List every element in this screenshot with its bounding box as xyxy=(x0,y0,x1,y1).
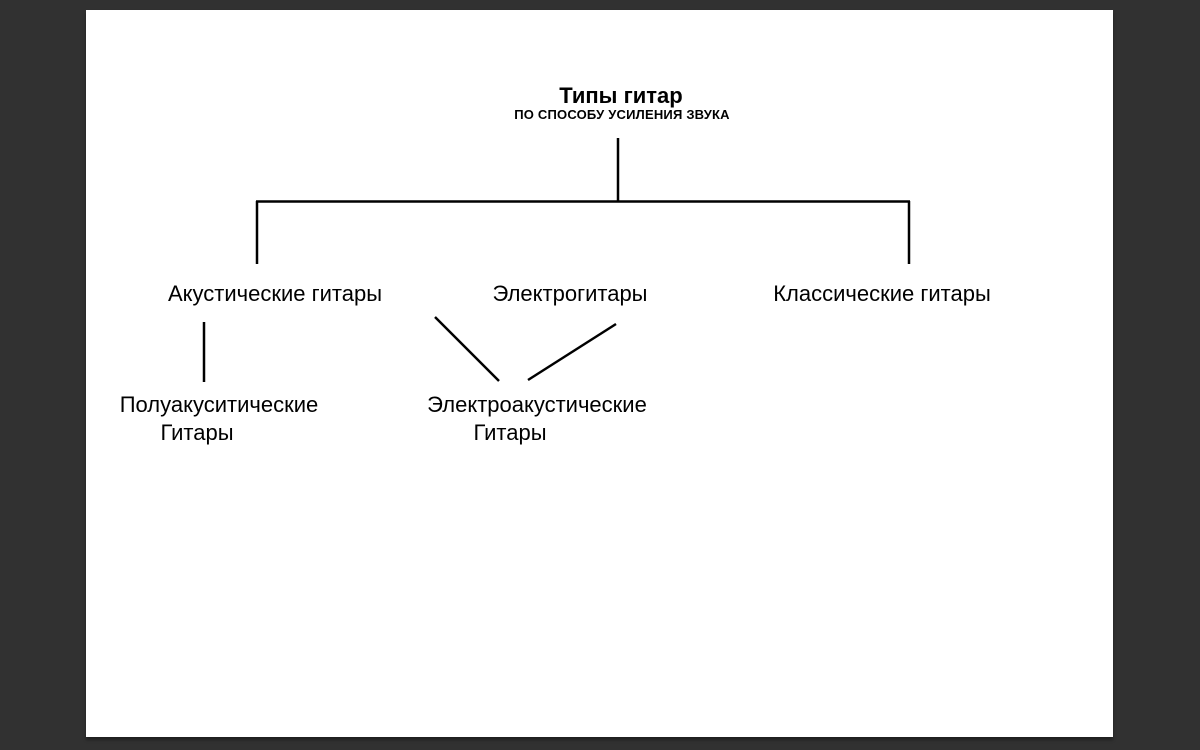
node-acoustic-guitars: Акустические гитары xyxy=(167,281,383,306)
node-semi-acoustic-line2: Гитары xyxy=(160,420,234,445)
node-electric-guitars: Электрогитары xyxy=(492,281,648,306)
diagram-title: Типы гитар xyxy=(559,83,683,108)
node-semi-acoustic-line1: Полуакуситические xyxy=(119,392,319,417)
diagram-subtitle: ПО СПОСОБУ УСИЛЕНИЯ ЗВУКА xyxy=(514,107,730,122)
node-electro-acoustic-line1: Электроакустические xyxy=(427,392,647,417)
node-classical-guitars: Классические гитары xyxy=(773,281,991,306)
node-electro-acoustic-line2: Гитары xyxy=(473,420,547,445)
diagram-page-canvas: Типы гитар ПО СПОСОБУ УСИЛЕНИЯ ЗВУКА Аку… xyxy=(86,10,1113,737)
